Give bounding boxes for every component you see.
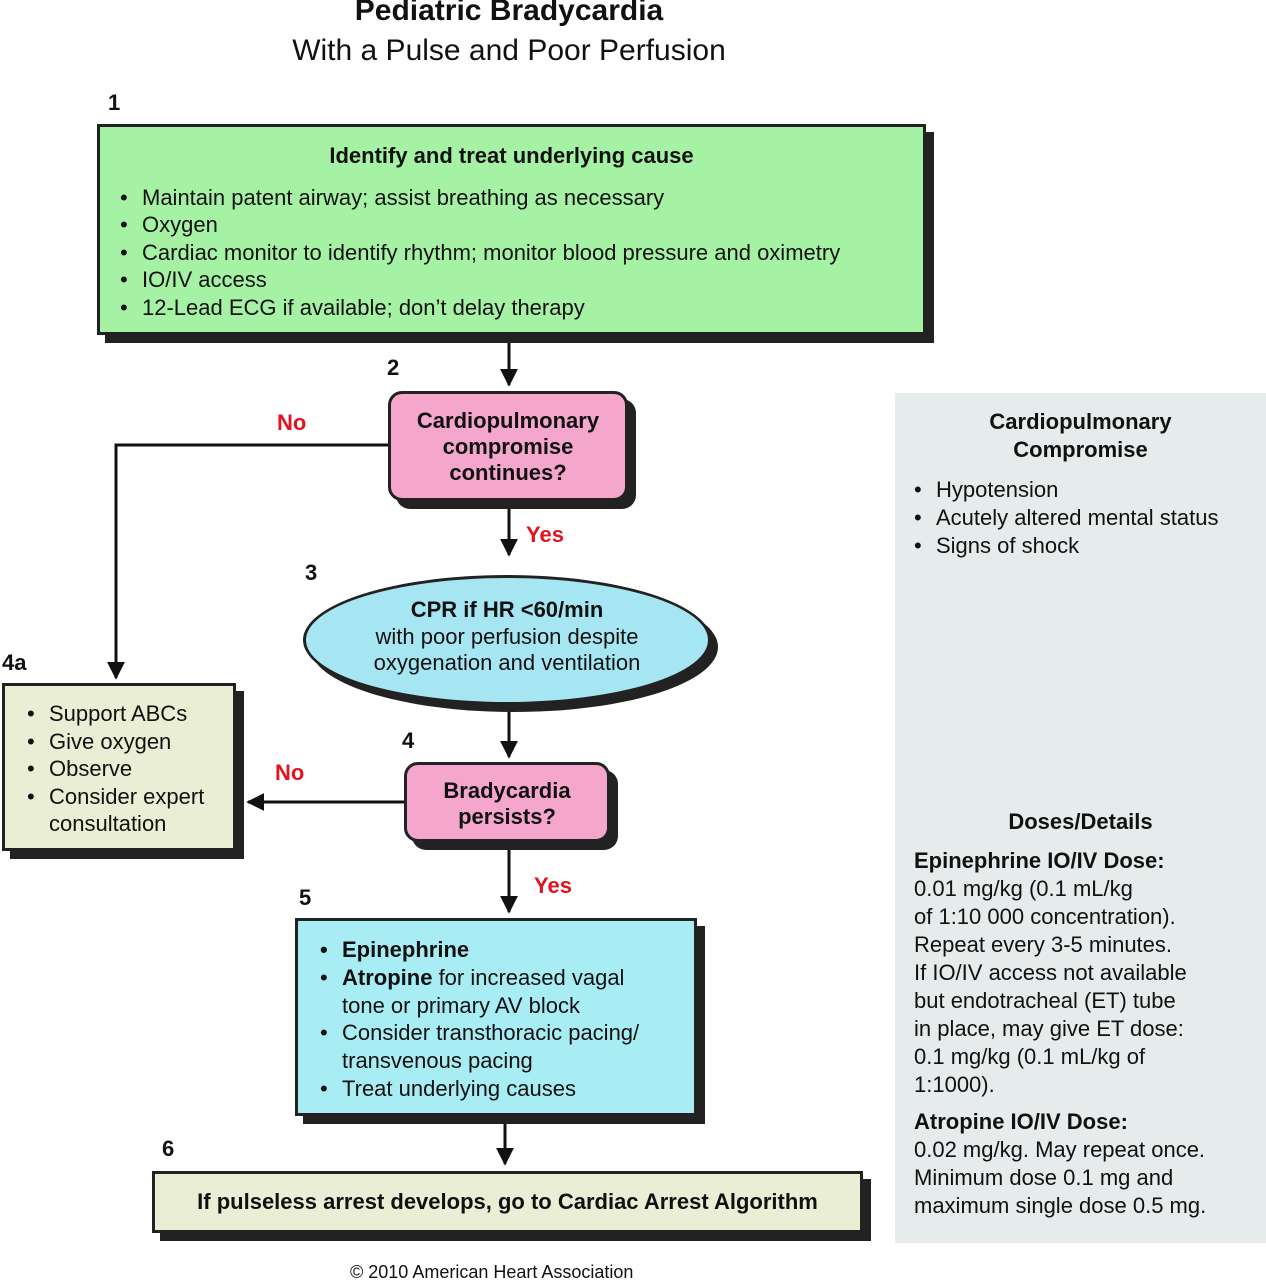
- step-1-item: 12-Lead ECG if available; don’t delay th…: [118, 294, 923, 322]
- epinephrine-dose-heading: Epinephrine IO/IV Dose:: [914, 848, 1165, 873]
- step-4a-item-line: consultation: [49, 811, 167, 836]
- compromise-list: Hypotension Acutely altered mental statu…: [912, 476, 1218, 560]
- step-2-no-label: No: [277, 410, 307, 435]
- step-4-line: persists?: [458, 804, 556, 829]
- step-5-pacing-text: Consider transthoracic pacing/: [342, 1020, 640, 1046]
- step-5-number: 5: [299, 885, 312, 910]
- step-2-decision: Cardiopulmonary compromise continues?: [388, 391, 628, 501]
- step-4a-item: Observe: [25, 755, 233, 783]
- epinephrine-dose-line: but endotracheal (ET) tube: [914, 988, 1176, 1013]
- compromise-item: Hypotension: [912, 476, 1218, 504]
- step-1-heading: Identify and treat underlying cause: [329, 143, 694, 168]
- step-2-line: compromise: [442, 434, 574, 459]
- step-4-decision: Bradycardia persists?: [404, 762, 610, 842]
- epinephrine-dose: Epinephrine IO/IV Dose: 0.01 mg/kg (0.1 …: [914, 847, 1187, 1099]
- step-3-line: oxygenation and ventilation: [373, 650, 641, 675]
- step-4-line: Bradycardia: [443, 778, 571, 803]
- step-6-number: 6: [162, 1136, 175, 1161]
- doses-heading: Doses/Details: [1008, 809, 1153, 834]
- atropine-dose: Atropine IO/IV Dose: 0.02 mg/kg. May rep…: [914, 1108, 1206, 1220]
- atropine-dose-line: Minimum dose 0.1 mg and: [914, 1165, 1174, 1190]
- step-2-line: continues?: [449, 460, 567, 485]
- atropine-dose-heading: Atropine IO/IV Dose:: [914, 1109, 1128, 1134]
- step-3-line: CPR if HR <60/min: [410, 597, 604, 622]
- step-3-number: 3: [305, 560, 318, 585]
- compromise-item: Acutely altered mental status: [912, 504, 1218, 532]
- step-1-item: Oxygen: [118, 211, 923, 239]
- step-1-box: Identify and treat underlying cause Main…: [97, 124, 926, 335]
- epinephrine-dose-line: in place, may give ET dose:: [914, 1016, 1184, 1041]
- step-1-item: Cardiac monitor to identify rhythm; moni…: [118, 239, 923, 267]
- page-title: Pediatric Bradycardia: [354, 0, 664, 27]
- step-5-atropine-text: tone or primary AV block: [342, 992, 581, 1018]
- step-6-text: If pulseless arrest develops, go to Card…: [197, 1189, 818, 1214]
- epinephrine-dose-line: of 1:10 000 concentration).: [914, 904, 1176, 929]
- step-2-yes-label: Yes: [526, 522, 564, 547]
- step-5-atropine-text: for increased vagal: [432, 964, 625, 990]
- step-5-pacing-text: transvenous pacing: [342, 1048, 533, 1074]
- step-5-atropine-label: Atropine: [342, 964, 433, 990]
- step-1-number: 1: [108, 90, 121, 115]
- epinephrine-dose-line: If IO/IV access not available: [914, 960, 1187, 985]
- step-2-number: 2: [387, 355, 400, 380]
- step-5-item-pacing: Consider transthoracic pacing/transvenou…: [318, 1019, 694, 1075]
- page-subtitle: With a Pulse and Poor Perfusion: [292, 34, 726, 67]
- step-4a-box: Support ABCs Give oxygen Observe Conside…: [2, 683, 236, 851]
- step-4a-item-line: Consider expert: [49, 783, 205, 809]
- compromise-heading-line: Cardiopulmonary: [989, 409, 1172, 434]
- step-1-item: IO/IV access: [118, 266, 923, 294]
- compromise-heading-line: Compromise: [1013, 437, 1148, 462]
- step-4-yes-label: Yes: [534, 873, 572, 898]
- atropine-dose-line: maximum single dose 0.5 mg.: [914, 1193, 1207, 1218]
- arrow-2-to-4a: [107, 443, 388, 680]
- step-1-item: Maintain patent airway; assist breathing…: [118, 184, 923, 212]
- step-6-box: If pulseless arrest develops, go to Card…: [152, 1171, 863, 1233]
- step-4-number: 4: [402, 728, 415, 753]
- step-4-no-label: No: [275, 760, 305, 785]
- step-4a-number: 4a: [2, 650, 27, 675]
- step-3-line: with poor perfusion despite: [375, 623, 639, 649]
- step-3-action: CPR if HR <60/min with poor perfusion de…: [303, 575, 711, 705]
- step-5-item-epinephrine: Epinephrine: [318, 936, 694, 964]
- copyright: © 2010 American Heart Association: [350, 1262, 634, 1282]
- atropine-dose-line: 0.02 mg/kg. May repeat once.: [914, 1137, 1206, 1162]
- epinephrine-dose-line: 1:1000).: [914, 1072, 995, 1097]
- step-5-item-causes: Treat underlying causes: [318, 1075, 694, 1103]
- compromise-heading: Cardiopulmonary Compromise: [895, 408, 1266, 464]
- step-4a-item: Give oxygen: [25, 728, 233, 756]
- epinephrine-dose-line: 0.1 mg/kg (0.1 mL/kg of: [914, 1044, 1146, 1069]
- step-2-line: Cardiopulmonary: [416, 408, 600, 433]
- epinephrine-dose-line: 0.01 mg/kg (0.1 mL/kg: [914, 876, 1133, 901]
- epinephrine-dose-line: Repeat every 3-5 minutes.: [914, 932, 1173, 957]
- step-5-box: Epinephrine Atropine for increased vagal…: [295, 918, 697, 1116]
- compromise-item: Signs of shock: [912, 532, 1218, 560]
- step-4a-item: Support ABCs: [25, 700, 233, 728]
